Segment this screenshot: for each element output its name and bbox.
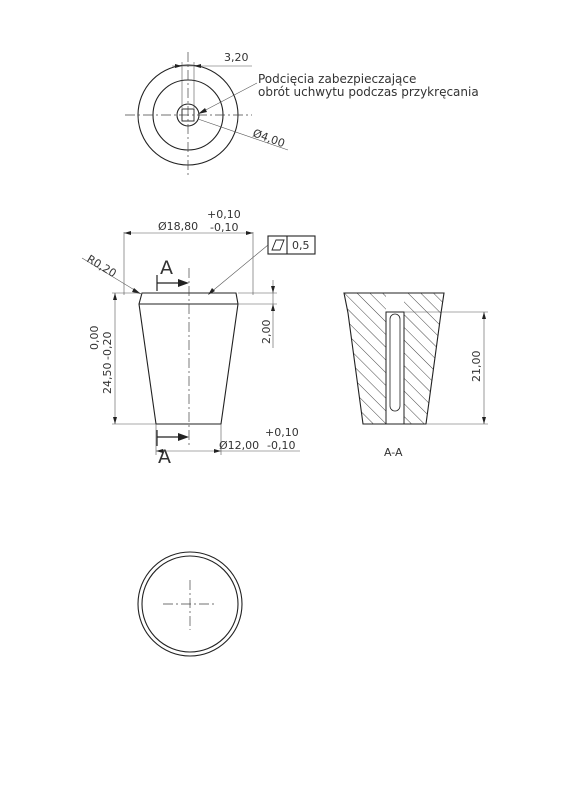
section-label: A-A bbox=[384, 446, 403, 459]
dim-diameter4-text: Ø4,00 bbox=[251, 127, 287, 151]
section-view: 21,00 A-A bbox=[343, 292, 488, 459]
dim-1880-tol-minus: -0,10 bbox=[210, 221, 238, 234]
note-line-2: obrót uchwytu podczas przykręcania bbox=[258, 85, 479, 99]
dim-320-text: 3,20 bbox=[224, 51, 249, 64]
section-bore-inner bbox=[389, 313, 401, 412]
radius-text: R0,20 bbox=[84, 252, 118, 280]
top-view: 3,20 Podcięcia zabezpieczające obrót uch… bbox=[125, 51, 479, 178]
front-view-outline bbox=[138, 292, 239, 425]
section-hatch-left bbox=[344, 293, 386, 424]
dim-200-text: 2,00 bbox=[260, 320, 273, 345]
dim-2100-text: 21,00 bbox=[470, 351, 483, 383]
dim-1200-tol-minus: -0,10 bbox=[267, 439, 295, 452]
flatness-value: 0,5 bbox=[292, 239, 310, 252]
dim-1200-text: Ø12,00 bbox=[219, 439, 259, 452]
dim-2450-tol-lower: -0,20 bbox=[101, 332, 114, 360]
radius-leader bbox=[81, 257, 142, 295]
section-hatch-right bbox=[404, 293, 444, 424]
bottom-view-inner-circle bbox=[141, 555, 239, 653]
section-letter-top: A bbox=[160, 257, 173, 279]
dim-diameter4-leader bbox=[197, 118, 289, 151]
flatness-icon bbox=[271, 239, 285, 251]
dim-2450-text: 24,50 bbox=[101, 363, 114, 395]
dim-2450-tol-upper: 0,00 bbox=[88, 326, 101, 351]
note-line-1: Podcięcia zabezpieczające bbox=[258, 72, 416, 86]
front-view: Ø18,80 +0,10 -0,10 0,5 R0,20 A A 2,00 bbox=[81, 208, 316, 468]
dim-1200-tol-plus: +0,10 bbox=[265, 426, 299, 439]
bottom-view-outer-circle bbox=[137, 551, 243, 657]
dim-1880-tol-plus: +0,10 bbox=[207, 208, 241, 221]
flatness-leader bbox=[209, 244, 269, 294]
dim-1880-text: Ø18,80 bbox=[158, 220, 198, 233]
flatness-frame: 0,5 bbox=[267, 235, 316, 255]
note-leader bbox=[199, 82, 258, 114]
section-letter-bottom: A bbox=[158, 446, 171, 468]
bottom-view bbox=[137, 551, 243, 657]
